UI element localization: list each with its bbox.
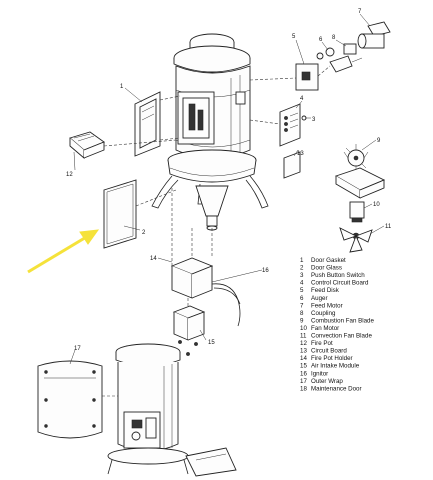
callout-6: 6 bbox=[319, 37, 323, 43]
stove-body bbox=[151, 33, 269, 231]
legend-part-name: Fire Pot Holder bbox=[311, 355, 353, 362]
legend-part-name: Control Circuit Board bbox=[311, 280, 369, 287]
callout-numbers: 1 2 3 4 5 6 7 8 9 10 11 12 13 14 15 16 1… bbox=[66, 9, 392, 352]
callout-2: 2 bbox=[142, 230, 146, 236]
legend-row: 11 Convection Fan Blade bbox=[300, 333, 372, 340]
legend-row: 8 Coupling bbox=[300, 310, 336, 317]
legend-number: 15 bbox=[300, 363, 307, 370]
callout-4: 4 bbox=[300, 96, 304, 102]
legend-number: 18 bbox=[300, 385, 307, 392]
callout-17: 17 bbox=[74, 346, 81, 352]
legend-number: 17 bbox=[300, 378, 307, 385]
legend-number: 9 bbox=[300, 317, 304, 324]
callout-13: 13 bbox=[297, 151, 304, 157]
legend-part-name: Combustion Fan Blade bbox=[311, 317, 375, 324]
legend-row: 12 Fire Pot bbox=[300, 340, 333, 347]
leader-lines bbox=[69, 13, 385, 365]
callout-15: 15 bbox=[208, 340, 215, 346]
legend-part-name: Maintenance Door bbox=[311, 385, 362, 392]
legend-row: 3 Push Button Switch bbox=[300, 272, 365, 279]
legend-part-name: Coupling bbox=[311, 310, 336, 317]
legend-part-name: Fire Pot bbox=[311, 340, 333, 347]
legend-part-name: Convection Fan Blade bbox=[311, 333, 372, 340]
legend-number: 12 bbox=[300, 340, 307, 347]
control-board-assembly bbox=[249, 103, 307, 179]
legend-part-name: Push Button Switch bbox=[311, 272, 365, 279]
legend-number: 14 bbox=[300, 355, 307, 362]
legend-number: 7 bbox=[300, 302, 304, 309]
legend-part-name: Door Gasket bbox=[311, 257, 346, 264]
feed-motor-assembly bbox=[249, 21, 391, 91]
legend-part-name: Outer Wrap bbox=[311, 378, 343, 385]
legend-number: 10 bbox=[300, 325, 307, 332]
legend-row: 16 Ignitor bbox=[300, 370, 328, 377]
callout-8: 8 bbox=[332, 35, 336, 41]
legend-row: 17 Outer Wrap bbox=[300, 378, 343, 385]
outer-wrap-panel bbox=[37, 360, 120, 439]
legend-number: 8 bbox=[300, 310, 304, 317]
callout-14: 14 bbox=[150, 256, 157, 262]
callout-16: 16 bbox=[262, 268, 269, 274]
legend-number: 1 bbox=[300, 257, 304, 264]
callout-3: 3 bbox=[312, 117, 316, 123]
callout-5: 5 bbox=[292, 34, 296, 40]
legend-number: 2 bbox=[300, 265, 304, 272]
legend-row: 2 Door Glass bbox=[300, 265, 342, 272]
legend-number: 13 bbox=[300, 348, 307, 355]
callout-7: 7 bbox=[358, 9, 362, 15]
callout-10: 10 bbox=[373, 202, 380, 208]
legend-part-name: Door Glass bbox=[311, 265, 342, 272]
legend-part-name: Feed Disk bbox=[311, 287, 340, 294]
door-assembly bbox=[134, 91, 181, 157]
fan-assembly bbox=[334, 144, 386, 253]
legend-row: 4 Control Circuit Board bbox=[300, 280, 369, 287]
door-glass-panel bbox=[103, 179, 177, 249]
legend-row: 1 Door Gasket bbox=[300, 257, 346, 264]
fire-pot bbox=[69, 131, 177, 159]
legend-row: 14 Fire Pot Holder bbox=[300, 355, 353, 362]
callout-1: 1 bbox=[120, 84, 124, 90]
legend-part-name: Feed Motor bbox=[311, 302, 343, 309]
callout-9: 9 bbox=[377, 138, 381, 144]
callout-12: 12 bbox=[66, 172, 73, 178]
yellow-pointer-arrow bbox=[27, 229, 100, 274]
legend-row: 7 Feed Motor bbox=[300, 302, 343, 309]
legend-part-name: Fan Motor bbox=[311, 325, 339, 332]
parts-legend: 1 Door Gasket 2 Door Glass 3 Push Button Swit… bbox=[300, 257, 375, 392]
legend-row: 13 Circuit Board bbox=[300, 348, 347, 355]
fire-pot-holder-module bbox=[170, 188, 241, 356]
legend-number: 11 bbox=[300, 333, 307, 340]
legend-part-name: Air Intake Module bbox=[311, 363, 360, 370]
legend-part-name: Auger bbox=[311, 295, 328, 302]
lower-stove-view bbox=[107, 343, 237, 477]
legend-row: 10 Fan Motor bbox=[300, 325, 339, 332]
legend-row: 15 Air Intake Module bbox=[300, 363, 360, 370]
legend-row: 9 Combustion Fan Blade bbox=[300, 317, 375, 324]
legend-number: 4 bbox=[300, 280, 304, 287]
legend-number: 16 bbox=[300, 370, 307, 377]
legend-row: 6 Auger bbox=[300, 295, 328, 302]
callout-11: 11 bbox=[385, 224, 392, 230]
legend-part-name: Ignitor bbox=[311, 370, 328, 377]
legend-number: 6 bbox=[300, 295, 304, 302]
legend-number: 5 bbox=[300, 287, 304, 294]
legend-row: 5 Feed Disk bbox=[300, 287, 340, 294]
legend-number: 3 bbox=[300, 272, 304, 279]
legend-row: 18 Maintenance Door bbox=[300, 385, 362, 392]
legend-part-name: Circuit Board bbox=[311, 348, 347, 355]
